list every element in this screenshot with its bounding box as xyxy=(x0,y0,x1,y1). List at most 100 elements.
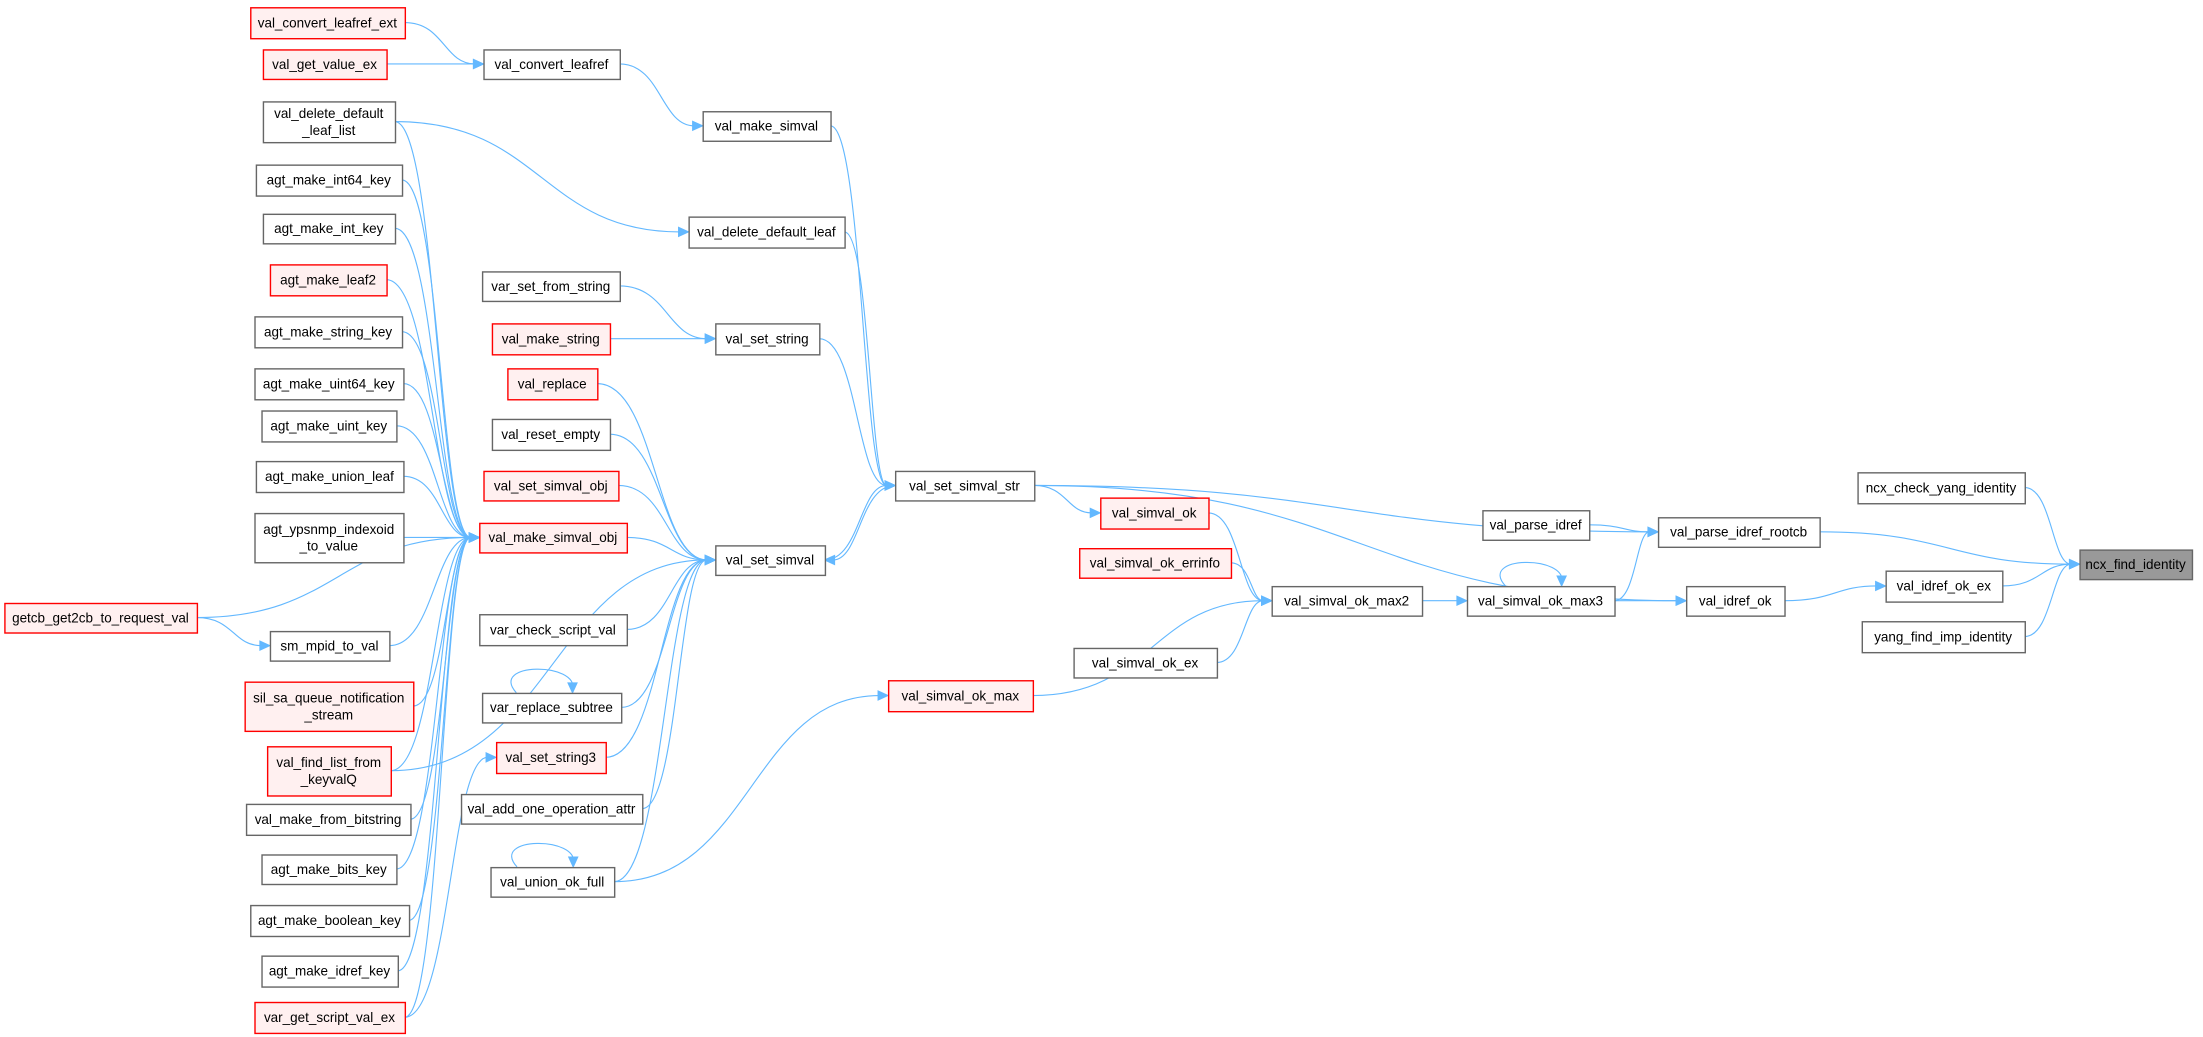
edge-val_delete_default_leaf_list-to-val_delete_default_leaf xyxy=(394,121,681,233)
edge-yang_find_imp_identity-to-ncx_find_identity xyxy=(2024,563,2072,638)
node-val_set_simval[interactable]: val_set_simval xyxy=(715,545,827,577)
node-agt_make_boolean_key[interactable]: agt_make_boolean_key xyxy=(250,904,411,938)
node-val_delete_default_leaf_list[interactable]: val_delete_default _leaf_list xyxy=(262,101,397,144)
node-label: agt_make_boolean_key xyxy=(258,913,401,928)
node-var_replace_subtree[interactable]: var_replace_subtree xyxy=(481,692,623,724)
node-val_simval_ok_max2[interactable]: val_simval_ok_max2 xyxy=(1271,585,1424,617)
node-label: agt_make_string_key xyxy=(264,324,392,339)
node-agt_make_int64_key[interactable]: agt_make_int64_key xyxy=(255,164,404,197)
node-label: val_delete_default xyxy=(274,106,384,121)
arrowhead-icon xyxy=(1675,595,1688,607)
arrowhead-icon xyxy=(1556,575,1567,588)
node-val_make_string[interactable]: val_make_string xyxy=(491,323,612,356)
node-val_get_value_ex[interactable]: val_get_value_ex xyxy=(262,49,388,81)
node-val_find_list_from_keyvalQ[interactable]: val_find_list_from_keyvalQ xyxy=(266,746,392,797)
node-val_parse_idref_rootcb[interactable]: val_parse_idref_rootcb xyxy=(1657,517,1821,549)
node-agt_make_int_key[interactable]: agt_make_int_key xyxy=(262,213,397,245)
edge-val_make_simval-to-val_set_simval_str xyxy=(830,125,887,487)
node-label: val_delete_default_leaf xyxy=(697,225,836,240)
node-box xyxy=(483,49,621,81)
node-box xyxy=(261,410,398,443)
node-agt_make_string_key[interactable]: agt_make_string_key xyxy=(254,316,404,349)
node-agt_make_uint_key[interactable]: agt_make_uint_key xyxy=(261,410,398,443)
node-label: val_convert_leafref xyxy=(495,57,609,72)
node-label: val_set_string xyxy=(726,331,809,346)
node-val_convert_leafref_ext[interactable]: val_convert_leafref_ext xyxy=(250,7,407,40)
node-box xyxy=(481,692,623,724)
node-agt_make_leaf2[interactable]: agt_make_leaf2 xyxy=(269,264,388,297)
node-val_simval_ok[interactable]: val_simval_ok xyxy=(1100,497,1210,530)
node-sm_mpid_to_val[interactable]: sm_mpid_to_val xyxy=(269,630,391,662)
node-var_set_from_string[interactable]: var_set_from_string xyxy=(481,271,621,303)
node-box xyxy=(1100,497,1210,530)
edge-ncx_check_yang_identity-to-ncx_find_identity xyxy=(2024,487,2072,565)
node-val_make_simval[interactable]: val_make_simval xyxy=(702,111,832,142)
node-val_simval_ok_errinfo[interactable]: val_simval_ok_errinfo xyxy=(1079,548,1233,579)
node-box xyxy=(1482,510,1591,541)
node-label: sm_mpid_to_val xyxy=(280,638,378,653)
edge-val_simval_ok_errinfo-to-val_simval_ok_max2 xyxy=(1230,562,1264,602)
node-yang_find_imp_identity[interactable]: yang_find_imp_identity xyxy=(1861,621,2026,654)
node-agt_make_union_leaf[interactable]: agt_make_union_leaf xyxy=(255,460,405,494)
node-label: val_idref_ok xyxy=(1699,593,1772,608)
node-val_set_string3[interactable]: val_set_string3 xyxy=(495,741,607,775)
node-val_union_ok_full[interactable]: val_union_ok_full xyxy=(490,866,616,898)
edge-val_union_ok_full-to-val_set_simval xyxy=(613,559,707,883)
edge-agt_make_union_leaf-to-val_make_simval_obj xyxy=(403,475,471,539)
edge-agt_make_int64_key-to-val_make_simval_obj xyxy=(401,179,471,539)
edge-val_convert_leafref_ext-to-val_convert_leafref xyxy=(404,21,475,65)
node-val_set_simval_obj[interactable]: val_set_simval_obj xyxy=(483,470,620,502)
node-val_parse_idref[interactable]: val_parse_idref xyxy=(1482,510,1591,541)
node-label: val_replace xyxy=(518,376,587,391)
node-val_idref_ok_ex[interactable]: val_idref_ok_ex xyxy=(1885,570,2004,603)
node-box xyxy=(490,866,616,898)
node-box xyxy=(1073,647,1219,679)
node-label: agt_make_union_leaf xyxy=(265,469,394,484)
node-val_set_string[interactable]: val_set_string xyxy=(715,323,821,356)
node-val_make_from_bitstring[interactable]: val_make_from_bitstring xyxy=(245,803,412,837)
node-label: var_replace_subtree xyxy=(490,700,613,715)
node-val_set_simval_str[interactable]: val_set_simval_str xyxy=(894,470,1036,502)
node-getcb_get2cb_to_request_val[interactable]: getcb_get2cb_to_request_val xyxy=(4,602,199,634)
arrowhead-icon xyxy=(472,58,485,70)
node-label: var_check_script_val xyxy=(490,622,616,637)
node-label: _leaf_list xyxy=(301,123,355,138)
edge-val_simval_ok-to-val_simval_ok_max2 xyxy=(1208,512,1264,602)
node-ncx_find_identity[interactable]: ncx_find_identity xyxy=(2079,549,2194,581)
node-val_idref_ok[interactable]: val_idref_ok xyxy=(1685,585,1786,617)
edge-val_add_one_operation_attr-to-val_set_simval xyxy=(641,559,707,810)
node-agt_make_bits_key[interactable]: agt_make_bits_key xyxy=(261,854,398,886)
node-val_convert_leafref[interactable]: val_convert_leafref xyxy=(483,49,621,81)
node-box xyxy=(460,793,644,825)
node-val_add_one_operation_attr[interactable]: val_add_one_operation_attr xyxy=(460,793,644,825)
arrowhead-icon xyxy=(567,856,579,869)
edge-val_parse_idref_rootcb-to-ncx_find_identity xyxy=(1819,531,2071,565)
node-box xyxy=(261,854,398,886)
node-box xyxy=(483,470,620,502)
node-val_replace[interactable]: val_replace xyxy=(507,368,599,401)
node-label: val_find_list_from xyxy=(276,755,381,770)
node-label: var_set_from_string xyxy=(491,279,610,294)
edge-val_idref_ok-to-val_idref_ok_ex xyxy=(1784,585,1878,602)
node-val_reset_empty[interactable]: val_reset_empty xyxy=(491,418,612,452)
edge-agt_make_bits_key-to-val_make_simval_obj xyxy=(396,536,471,870)
node-ncx_check_yang_identity[interactable]: ncx_check_yang_identity xyxy=(1857,472,2026,505)
node-val_simval_ok_max3[interactable]: val_simval_ok_max3 xyxy=(1466,585,1616,617)
arrowhead-icon xyxy=(259,640,272,652)
node-label: val_simval_ok xyxy=(1112,506,1197,521)
node-box xyxy=(894,470,1036,502)
node-val_make_simval_obj[interactable]: val_make_simval_obj xyxy=(479,522,629,554)
node-box xyxy=(702,111,832,142)
node-label: val_parse_idref_rootcb xyxy=(1670,525,1807,540)
node-agt_make_uint64_key[interactable]: agt_make_uint64_key xyxy=(254,368,405,401)
node-var_check_script_val[interactable]: var_check_script_val xyxy=(479,614,629,647)
node-agt_make_idref_key[interactable]: agt_make_idref_key xyxy=(261,955,400,988)
node-agt_ypsnmp_indexoid_to_value[interactable]: agt_ypsnmp_indexoid_to_value xyxy=(254,512,405,564)
node-sil_sa_queue_notification_stream[interactable]: sil_sa_queue_notification_stream xyxy=(244,681,415,733)
edge-val_simval_ok_ex-to-val_simval_ok_max2 xyxy=(1216,600,1264,664)
node-val_delete_default_leaf[interactable]: val_delete_default_leaf xyxy=(688,216,846,249)
node-var_get_script_val_ex[interactable]: var_get_script_val_ex xyxy=(254,1001,407,1035)
node-val_simval_ok_max[interactable]: val_simval_ok_max xyxy=(887,680,1035,713)
node-val_simval_ok_ex[interactable]: val_simval_ok_ex xyxy=(1073,647,1219,679)
node-label: agt_make_idref_key xyxy=(269,964,391,979)
